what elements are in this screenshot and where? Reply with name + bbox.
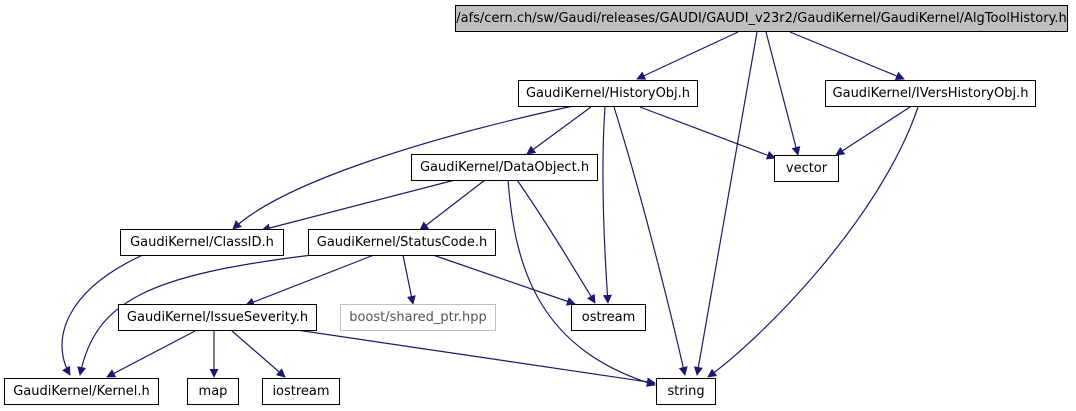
edge-root-to-history-obj — [636, 31, 739, 80]
node-ivers-history-obj[interactable]: GaudiKernel/IVersHistoryObj.h — [825, 80, 1036, 107]
node-ostream[interactable]: ostream — [571, 304, 646, 331]
node-shared-ptr[interactable]: boost/shared_ptr.hpp — [340, 304, 496, 331]
edge-status-code-to-issue-severity — [245, 254, 375, 307]
edge-data-object-to-status-code — [419, 179, 486, 231]
node-vector[interactable]: vector — [774, 155, 839, 182]
node-history-obj[interactable]: GaudiKernel/HistoryObj.h — [518, 80, 698, 107]
node-map[interactable]: map — [187, 378, 239, 405]
edge-issue-severity-to-iostream — [231, 330, 286, 378]
edge-data-object-to-ostream — [516, 179, 596, 304]
edge-history-obj-to-ostream — [602, 106, 612, 304]
node-kernel[interactable]: GaudiKernel/Kernel.h — [4, 378, 159, 405]
edge-root-to-vector — [765, 31, 801, 156]
node-class-id[interactable]: GaudiKernel/ClassID.h — [120, 229, 284, 256]
edge-root-to-string — [693, 31, 758, 376]
edge-data-object-to-string — [507, 179, 656, 387]
node-root-header[interactable]: /afs/cern.ch/sw/Gaudi/releases/GAUDI/GAU… — [455, 5, 1068, 32]
edge-history-obj-to-vector — [639, 106, 776, 160]
edge-root-to-ivers-history-obj — [789, 31, 905, 81]
edge-history-obj-to-string — [613, 106, 688, 376]
edge-history-obj-to-class-id — [232, 105, 574, 230]
edge-data-object-to-class-id — [261, 179, 456, 233]
edge-ivers-history-obj-to-string — [707, 106, 919, 378]
node-status-code[interactable]: GaudiKernel/StatusCode.h — [308, 229, 496, 256]
node-issue-severity[interactable]: GaudiKernel/IssueSeverity.h — [118, 304, 317, 331]
edge-issue-severity-to-string — [289, 328, 656, 387]
edge-ivers-history-obj-to-vector — [835, 106, 911, 156]
edge-status-code-to-shared-ptr — [402, 254, 416, 305]
node-string[interactable]: string — [656, 378, 716, 405]
node-data-object[interactable]: GaudiKernel/DataObject.h — [411, 154, 598, 181]
edge-history-obj-to-data-object — [526, 106, 592, 155]
edge-class-id-to-kernel — [61, 253, 146, 376]
node-iostream[interactable]: iostream — [262, 378, 340, 405]
edge-status-code-to-kernel — [77, 254, 313, 376]
edge-status-code-to-ostream — [432, 254, 576, 306]
edge-issue-severity-to-kernel — [106, 330, 196, 378]
